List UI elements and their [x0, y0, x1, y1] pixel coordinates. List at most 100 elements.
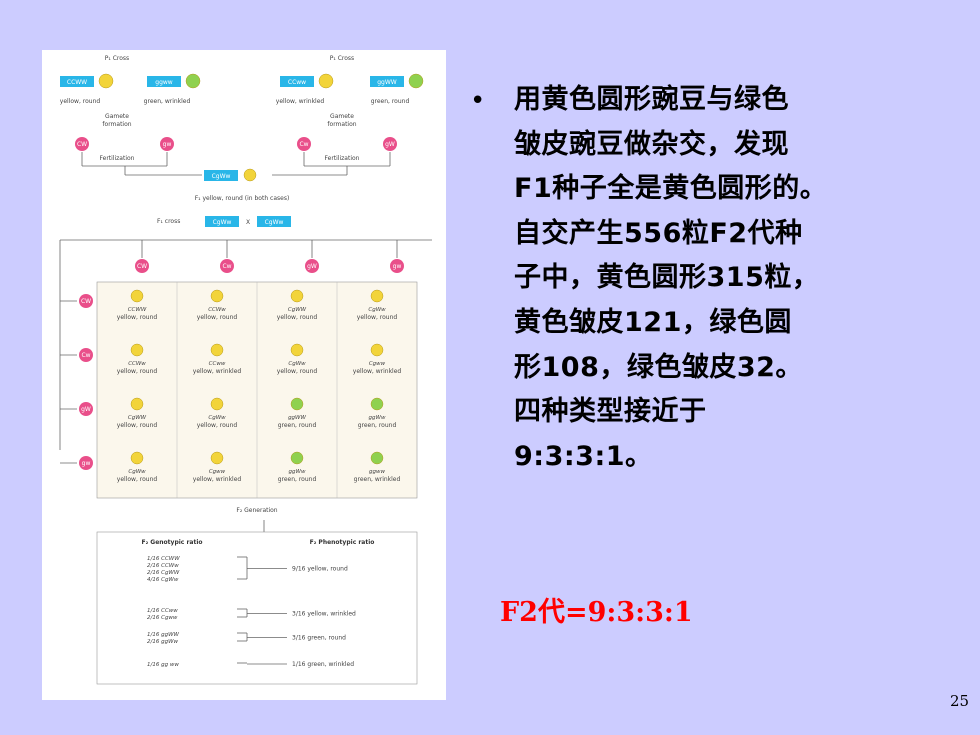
- figure-text: P₁ Cross: [105, 55, 129, 62]
- gamete-label: gW: [81, 406, 91, 413]
- pea-icon: [243, 168, 257, 182]
- genotype-label: ggWW: [377, 79, 397, 86]
- figure-text: F₁ cross: [157, 218, 180, 225]
- figure-text: yellow, round: [357, 314, 398, 321]
- gamete-label: gW: [307, 263, 317, 270]
- figure-text: yellow, wrinkled: [193, 368, 242, 375]
- bullet-line: 形108，绿色皱皮32。: [514, 351, 803, 383]
- genotype-label: Cgww: [209, 469, 226, 475]
- gamete-circle: [79, 348, 93, 362]
- figure-text: Gamete: [105, 113, 129, 120]
- figure-text: yellow, wrinkled: [353, 368, 402, 375]
- figure-text: yellow, round: [277, 314, 318, 321]
- figure-text: yellow, wrinkled: [193, 476, 242, 483]
- gamete-label: Cw: [81, 352, 90, 359]
- genotype-box: [257, 216, 291, 227]
- genotype-label: ggWw: [369, 415, 386, 421]
- genotype-label: CCWw: [208, 307, 226, 313]
- genotype-ratio-text: 2/16 Cgww: [147, 615, 178, 621]
- bullet-paragraph: 用黄色圆形豌豆与绿色 皱皮豌豆做杂交，发现 F1种子全是黄色圆形的。 自交产生5…: [514, 78, 864, 479]
- genotype-label: CCWW: [67, 79, 87, 86]
- genotype-label: CCww: [209, 361, 226, 367]
- gamete-label: gw: [163, 141, 172, 148]
- phenotype-ratio-text: 3/16 yellow, wrinkled: [292, 611, 356, 618]
- figure-text: yellow, round: [197, 422, 238, 429]
- figure-text: Fertilization: [100, 155, 135, 162]
- pea-icon: [130, 397, 144, 411]
- figure-text: X: [246, 219, 250, 226]
- genotype-box: [280, 76, 314, 87]
- genotype-label: ggww: [155, 79, 173, 86]
- genotype-label: ggww: [369, 469, 385, 475]
- pea-icon: [290, 397, 304, 411]
- pea-icon: [98, 73, 114, 89]
- pea-icon: [370, 451, 384, 465]
- figure-text: F₂ Generation: [236, 507, 277, 514]
- genotype-label: ggWw: [289, 469, 306, 475]
- genotype-box: [204, 170, 238, 181]
- pea-icon: [210, 289, 224, 303]
- gamete-circle: [383, 137, 397, 151]
- bullet-line: 用黄色圆形豌豆与绿色: [514, 84, 789, 115]
- genotype-box: [60, 76, 94, 87]
- gamete-label: gw: [393, 263, 402, 270]
- gamete-label: CW: [81, 298, 91, 305]
- figure-text: Fertilization: [325, 155, 360, 162]
- figure-text: green, wrinkled: [144, 98, 191, 105]
- genotype-ratio-text: 2/16 CgWW: [147, 570, 180, 576]
- pea-icon: [408, 73, 424, 89]
- figure-text: yellow, round: [197, 314, 238, 321]
- figure-text: yellow, round: [60, 98, 101, 105]
- pea-icon: [290, 343, 304, 357]
- pea-icon: [290, 451, 304, 465]
- genotype-label: CgWW: [288, 307, 307, 313]
- figure-text: Gamete: [330, 113, 354, 120]
- genotype-label: Cgww: [369, 361, 386, 367]
- pea-icon: [130, 343, 144, 357]
- pea-icon: [210, 397, 224, 411]
- genotype-ratio-text: 1/16 ggWW: [147, 632, 180, 638]
- phenotype-ratio-text: 1/16 green, wrinkled: [292, 661, 354, 668]
- genotype-label: ggWW: [288, 415, 306, 421]
- gamete-circle: [79, 456, 93, 470]
- figure-text: F₁ yellow, round (in both cases): [195, 195, 290, 202]
- genotype-label: CgWW: [128, 415, 147, 421]
- gamete-circle: [79, 402, 93, 416]
- gamete-label: Cw: [299, 141, 308, 148]
- genotype-label: CCww: [288, 79, 306, 86]
- f2-ratio-text: F2代=9:3:3:1: [500, 597, 693, 628]
- gamete-label: Cw: [222, 263, 231, 270]
- gamete-label: gw: [82, 460, 91, 467]
- genotype-box: [370, 76, 404, 87]
- genotype-box: [147, 76, 181, 87]
- figure-text: yellow, wrinkled: [276, 98, 325, 105]
- genotype-ratio-text: 1/16 CCWW: [147, 556, 180, 562]
- genotype-ratio-text: 1/16 CCww: [147, 608, 178, 614]
- genotype-label: CCWW: [128, 307, 147, 313]
- phenotype-ratio-text: 3/16 green, round: [292, 635, 346, 642]
- figure-text: green, wrinkled: [354, 476, 401, 483]
- gamete-circle: [390, 259, 404, 273]
- bullet-line: 黄色皱皮121，绿色圆: [514, 306, 792, 338]
- figure-text: formation: [102, 121, 131, 128]
- figure-text: F₂ Genotypic ratio: [141, 539, 202, 546]
- figure-text: P₁ Cross: [330, 55, 354, 62]
- pea-icon: [210, 343, 224, 357]
- figure-text: F₂ Phenotypic ratio: [310, 539, 375, 546]
- figure-text: yellow, round: [117, 476, 158, 483]
- pea-icon: [370, 397, 384, 411]
- ratio-box: [96, 531, 418, 685]
- genotype-label: CgWw: [128, 469, 146, 475]
- pea-icon: [130, 289, 144, 303]
- genotype-label: CCWw: [128, 361, 146, 367]
- pea-icon: [370, 289, 384, 303]
- figure-text: yellow, round: [117, 422, 158, 429]
- bullet-line: 皱皮豌豆做杂交，发现: [514, 128, 789, 160]
- gamete-label: CW: [137, 263, 147, 270]
- gamete-circle: [220, 259, 234, 273]
- genotype-ratio-text: 4/16 CgWw: [147, 577, 179, 583]
- genotype-label: CgWw: [212, 173, 231, 180]
- genotype-ratio-text: 2/16 ggWw: [147, 639, 179, 645]
